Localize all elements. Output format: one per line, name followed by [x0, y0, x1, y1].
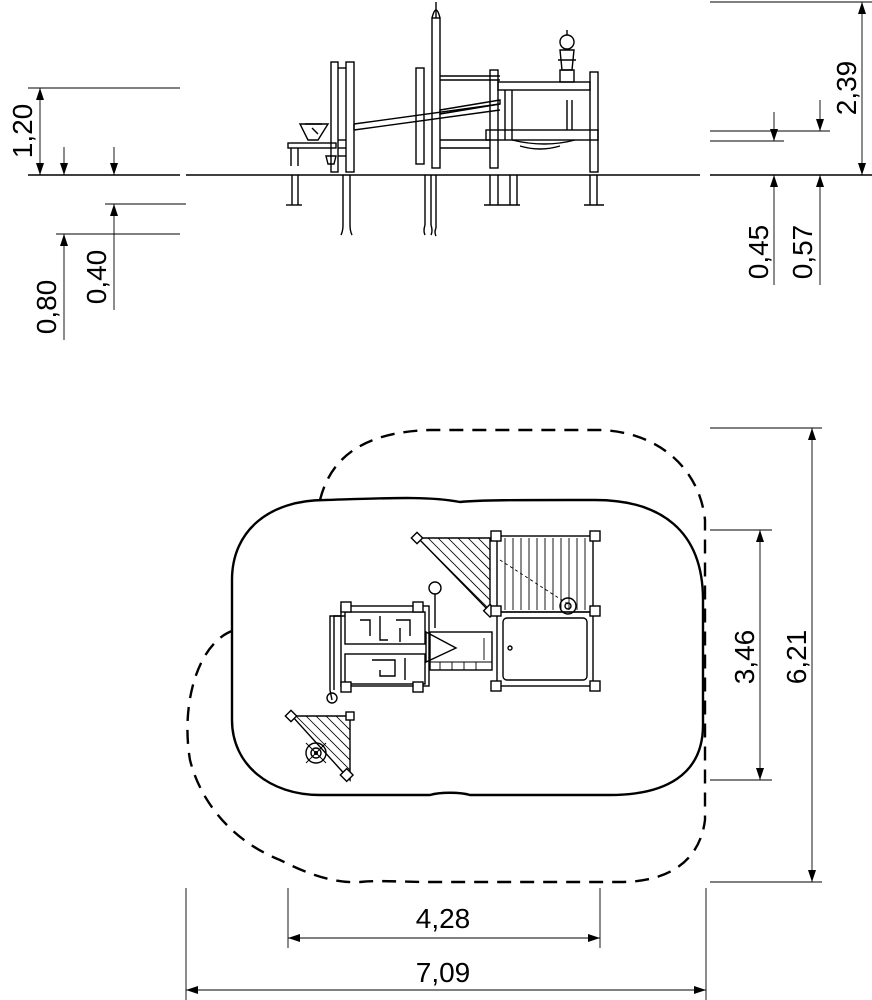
- dim-label-6-21: 6,21: [781, 630, 812, 685]
- elevation-view: 1,20 0,80 0,40 2,39 0,45 0,57: [7, 1, 872, 340]
- dim-label-7-09: 7,09: [416, 957, 471, 988]
- play-structure-plan: [284, 530, 601, 783]
- play-area-outline: [230, 496, 705, 797]
- dim-label-0-45: 0,45: [743, 225, 774, 280]
- safety-zone-outline: [186, 428, 707, 884]
- plan-view: 3,46 6,21 4,28 7,09: [185, 427, 822, 1000]
- dim-label-4-28: 4,28: [416, 903, 471, 934]
- play-structure-elevation: [286, 2, 604, 237]
- dim-label-0-57: 0,57: [787, 225, 818, 280]
- dim-label-2-39: 2,39: [831, 61, 862, 116]
- dim-label-0-80: 0,80: [31, 280, 62, 335]
- dim-label-0-40: 0,40: [81, 250, 112, 305]
- dim-label-3-46: 3,46: [729, 630, 760, 685]
- dim-label-1-20: 1,20: [7, 104, 38, 159]
